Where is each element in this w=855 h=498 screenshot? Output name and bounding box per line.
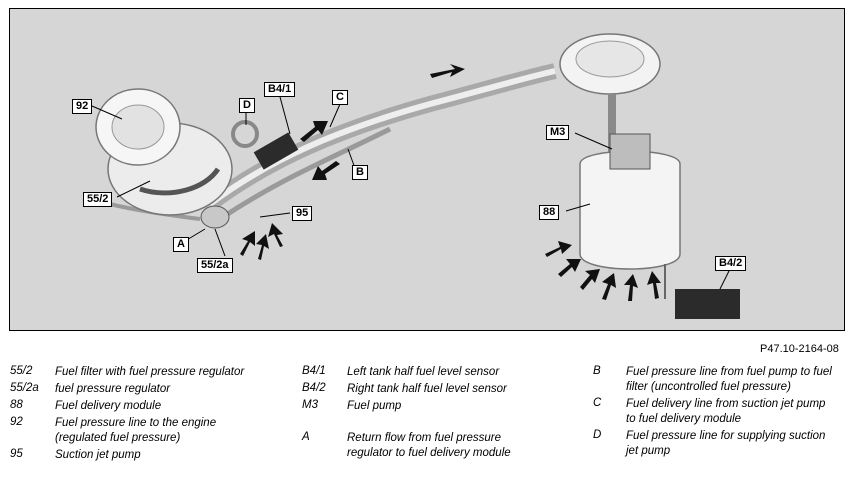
callout-95: 95 [292, 206, 313, 221]
arrow-icon [580, 269, 600, 290]
fuel-pump-body [609, 133, 651, 170]
figure-reference: P47.10-2164-08 [760, 343, 839, 355]
legend-key: 92 [10, 416, 23, 428]
callout-a: A [173, 237, 189, 252]
callout-c: C [332, 90, 348, 105]
arrow-icon [268, 223, 283, 247]
legend-column-1: 55/2 Fuel filter with fuel pressure regul… [10, 365, 290, 465]
arrow-icon [558, 259, 581, 277]
legend-item: 92 Fuel pressure line to the engine (regu… [10, 416, 290, 446]
arrow-icon [240, 231, 255, 256]
legend-item: A Return flow from fuel pressure regulato… [302, 431, 582, 461]
arrow-icon [256, 234, 269, 260]
legend-item: B4/2 Right tank half fuel level sensor [302, 382, 582, 397]
legend-text: Fuel pressure line from fuel pump to fue… [626, 366, 832, 393]
legend-key: 55/2 [10, 365, 33, 377]
callout-d: D [239, 98, 255, 113]
callout-92: 92 [72, 99, 93, 114]
arrow-icon [647, 271, 661, 299]
hose-bundle [205, 63, 557, 211]
pressure-regulator [200, 205, 230, 229]
legend-item: B4/1 Left tank half fuel level sensor [302, 365, 582, 380]
arrow-icon [545, 241, 572, 257]
arrow-icon [430, 64, 465, 78]
legend-item: 55/2 Fuel filter with fuel pressure regul… [10, 365, 290, 380]
suction-line-loop [231, 120, 259, 148]
arrow-icon [312, 161, 340, 180]
callout-b41: B4/1 [264, 82, 296, 97]
legend-key: M3 [302, 399, 318, 411]
legend-item: D Fuel pressure line for supplying suctio… [593, 429, 843, 459]
leader-lines [91, 96, 731, 290]
legend-item: M3 Fuel pump [302, 399, 582, 414]
module-reservoir [579, 150, 681, 270]
legend-item: 88 Fuel delivery module [10, 399, 290, 414]
level-sensor-b42 [675, 289, 740, 319]
legend-key: 88 [10, 399, 23, 411]
legend-key: 55/2a [10, 382, 39, 394]
legend-item: 95 Suction jet pump [10, 448, 290, 463]
callout-b42: B4/2 [715, 256, 747, 271]
callout-88: 88 [539, 205, 560, 220]
arrow-icon [624, 274, 638, 301]
fuel-system-illustration [91, 33, 740, 319]
legend-text: Fuel filter with fuel pressure regulator [55, 366, 245, 378]
fuel-delivery-module [559, 33, 740, 319]
legend-key: B4/2 [302, 382, 326, 394]
filter-band [139, 167, 221, 196]
legend-column-3: B Fuel pressure line from fuel pump to fu… [593, 365, 843, 461]
legend-text: Fuel pump [347, 400, 402, 412]
hose-highlight [208, 68, 556, 207]
legend-key: B4/1 [302, 365, 326, 377]
legend-text: Fuel pressure line for supplying suction… [626, 430, 826, 457]
callout-55-2a: 55/2a [197, 258, 233, 273]
level-sensor-b41 [253, 132, 299, 170]
diagram-figure: 92 D B4/1 C B M3 55/2 95 88 A 55/2a B4/2 [9, 8, 845, 331]
legend-key: A [302, 431, 310, 443]
legend-key: B [593, 365, 601, 377]
legend-column-2: B4/1 Left tank half fuel level sensor B4/… [302, 365, 582, 463]
legend-text: Suction jet pump [55, 449, 141, 461]
legend-spacer [302, 416, 582, 429]
arrow-icon [602, 273, 616, 300]
legend-key: 95 [10, 448, 23, 460]
legend-text: Right tank half fuel level sensor [347, 383, 507, 395]
arrow-icon [300, 121, 328, 142]
legend-text: Fuel delivery module [55, 400, 162, 412]
legend-key: C [593, 397, 602, 409]
legend-text: fuel pressure regulator [55, 383, 171, 395]
left-filter-unit [95, 88, 259, 229]
filter-cap-inner [111, 104, 165, 150]
legend-key: D [593, 429, 602, 441]
callout-m3: M3 [546, 125, 570, 140]
legend-item: 55/2a fuel pressure regulator [10, 382, 290, 397]
legend-item: B Fuel pressure line from fuel pump to fu… [593, 365, 843, 395]
legend-item: C Fuel delivery line from suction jet pum… [593, 397, 843, 427]
legend-text: Left tank half fuel level sensor [347, 366, 500, 378]
module-flange-inner [575, 40, 645, 78]
legend-text: Fuel delivery line from suction jet pump… [626, 398, 826, 425]
legend-text: Fuel pressure line to the engine (regula… [55, 417, 217, 444]
callout-b: B [352, 165, 368, 180]
fuel-pressure-line-b [218, 126, 392, 222]
legend-text: Return flow from fuel pressure regulator… [347, 432, 511, 459]
flow-arrows [240, 64, 661, 301]
callout-55-2: 55/2 [83, 192, 113, 207]
